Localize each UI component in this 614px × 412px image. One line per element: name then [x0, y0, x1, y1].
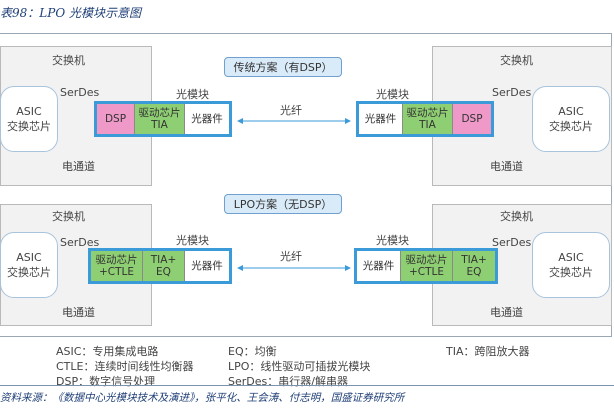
dsp-chip: DSP	[453, 104, 491, 134]
optical-device: 光器件	[185, 104, 229, 134]
legend-eq: EQ：均衡	[228, 345, 277, 358]
channel-label: 电通道	[490, 160, 523, 173]
switch-label: 交换机	[52, 54, 85, 67]
switch-label: 交换机	[52, 210, 85, 223]
fiber-label: 光纤	[280, 104, 302, 117]
source-divider	[0, 385, 614, 386]
asic-label: ASIC	[16, 251, 42, 264]
serdes-label: SerDes	[60, 236, 100, 249]
legend-ctle: CTLE：连续时间线性均衡器	[56, 360, 194, 373]
legend-asic: ASIC：专用集成电路	[56, 345, 159, 358]
optical-module-left-bottom: 驱动芯片+CTLE TIA+EQ 光器件	[88, 248, 232, 284]
serdes-label: SerDes	[492, 86, 532, 99]
asic-chip-right-bottom: ASIC 交换芯片	[532, 232, 610, 298]
optical-device: 光器件	[357, 251, 401, 281]
optical-device: 光器件	[359, 104, 403, 134]
asic-sublabel: 交换芯片	[549, 266, 593, 279]
tia-eq-chip: TIA+EQ	[453, 251, 495, 281]
module-label: 光模块	[376, 88, 409, 101]
asic-label: ASIC	[558, 105, 584, 118]
dsp-chip: DSP	[97, 104, 135, 134]
figure-title: 表98：LPO 光模块示意图	[0, 6, 141, 20]
channel-label: 电通道	[62, 160, 95, 173]
module-label: 光模块	[176, 88, 209, 101]
legend-serdes: SerDes：串行器/解串器	[228, 375, 348, 388]
switch-label: 交换机	[500, 210, 533, 223]
module-label: 光模块	[176, 234, 209, 247]
asic-sublabel: 交换芯片	[7, 120, 51, 133]
serdes-label: SerDes	[492, 236, 532, 249]
asic-chip-right-top: ASIC 交换芯片	[532, 86, 610, 152]
asic-sublabel: 交换芯片	[549, 120, 593, 133]
channel-label: 电通道	[490, 306, 523, 319]
asic-chip-left-bottom: ASIC 交换芯片	[0, 232, 58, 298]
module-label: 光模块	[376, 234, 409, 247]
asic-chip-left-top: ASIC 交换芯片	[0, 86, 58, 152]
tia-eq-chip: TIA+EQ	[143, 251, 185, 281]
serdes-label: SerDes	[60, 86, 100, 99]
legend-tia: TIA：跨阻放大器	[446, 345, 530, 358]
driver-ctle-chip: 驱动芯片+CTLE	[91, 251, 143, 281]
source-note: 资料来源：《数据中心光模块技术及演进》，张平化、王会涛、付志明，国盛证券研究所	[0, 392, 405, 404]
switch-label: 交换机	[500, 54, 533, 67]
asic-sublabel: 交换芯片	[7, 266, 51, 279]
legend-lpo: LPO：线性驱动可插拔光模块	[228, 360, 371, 373]
channel-label: 电通道	[62, 306, 95, 319]
asic-label: ASIC	[558, 251, 584, 264]
optical-module-right-bottom: 光器件 驱动芯片+CTLE TIA+EQ	[354, 248, 498, 284]
driver-ctle-chip: 驱动芯片+CTLE	[401, 251, 453, 281]
caption-lpo: LPO方案（无DSP）	[224, 194, 342, 214]
caption-traditional: 传统方案（有DSP）	[224, 57, 342, 77]
optical-device: 光器件	[185, 251, 229, 281]
legend-dsp: DSP：数字信号处理	[56, 375, 156, 388]
asic-label: ASIC	[16, 105, 42, 118]
fiber-label: 光纤	[280, 250, 302, 263]
